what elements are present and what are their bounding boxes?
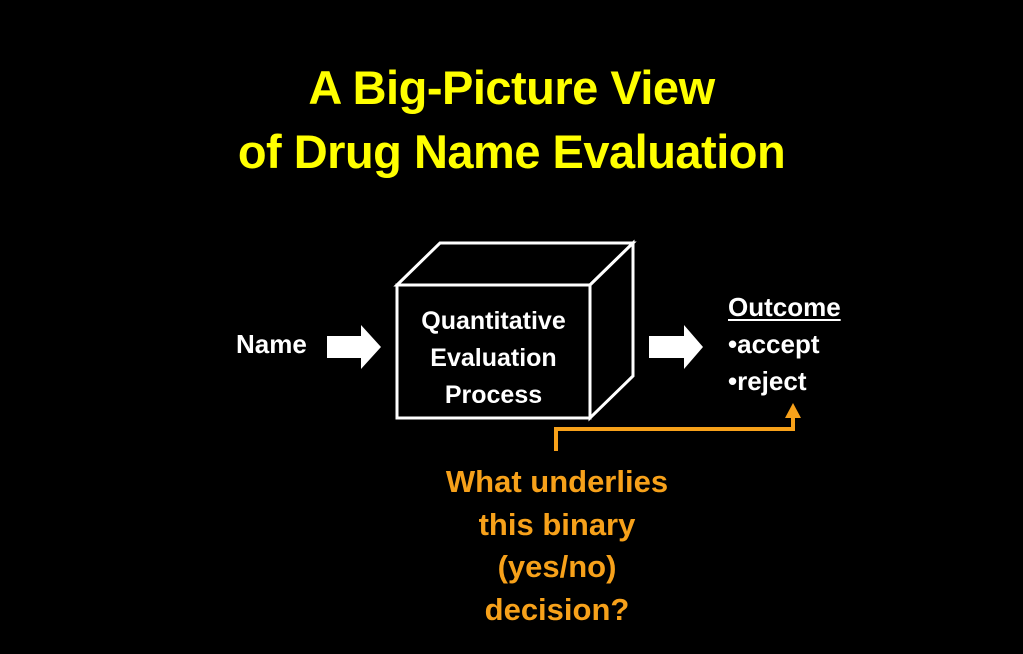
process-line-2: Evaluation (430, 344, 557, 372)
question-line-3: (yes/no) (497, 549, 617, 584)
input-arrow-icon (327, 325, 381, 369)
outcome-item-accept: •accept (728, 329, 820, 359)
output-arrow-icon (649, 325, 703, 369)
outcome-heading: Outcome (728, 292, 841, 322)
process-line-1: Quantitative (421, 307, 566, 335)
outcome-list: Outcome •accept •reject (728, 289, 841, 400)
slide-title: A Big-Picture View of Drug Name Evaluati… (0, 56, 1023, 184)
process-line-3: Process (444, 381, 543, 409)
input-name-label: Name (236, 329, 307, 359)
outcome-item-reject: •reject (728, 366, 807, 396)
question-line-4: decision? (484, 591, 630, 627)
question-line-1: What underlies (445, 464, 669, 499)
process-cube-icon (393, 239, 637, 422)
question-callout: What underlies this binary (yes/no) deci… (400, 461, 714, 631)
process-box-label: Quantitative Evaluation Process (397, 303, 590, 414)
feedback-connector-arrow-icon (554, 403, 801, 451)
question-line-2: this binary (478, 506, 636, 542)
title-line-1: A Big-Picture View (308, 61, 715, 114)
title-line-2: of Drug Name Evaluation (237, 125, 786, 178)
